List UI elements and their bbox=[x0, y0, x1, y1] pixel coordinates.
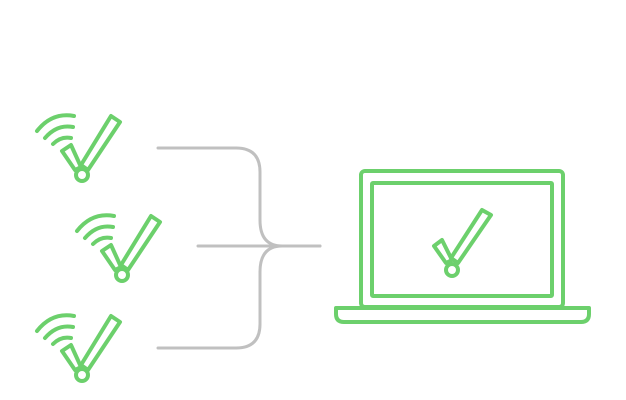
wifi-arc-outer bbox=[35, 113, 76, 133]
check-dot bbox=[114, 267, 130, 283]
wireless-checkmark-icon bbox=[35, 113, 122, 183]
connector-bottom bbox=[156, 244, 284, 350]
wifi-arc-inner bbox=[91, 235, 113, 246]
check-dot bbox=[444, 262, 460, 278]
check-dot bbox=[74, 367, 90, 383]
check-short-arm bbox=[60, 343, 83, 372]
source-device-3 bbox=[35, 313, 122, 383]
wifi-arc-middle bbox=[83, 224, 115, 240]
check-short-arm bbox=[60, 143, 83, 172]
checkmark-icon bbox=[432, 208, 493, 278]
wifi-arc-inner bbox=[51, 135, 73, 146]
connector-top bbox=[156, 146, 322, 248]
connector-lines bbox=[156, 146, 322, 350]
source-device-1 bbox=[35, 113, 122, 183]
check-long-arm bbox=[449, 208, 493, 265]
wifi-arc-inner bbox=[51, 335, 73, 346]
wireless-checkmark-icon bbox=[75, 213, 162, 283]
wifi-arc-outer bbox=[75, 213, 116, 233]
check-short-arm bbox=[100, 243, 123, 272]
check-long-arm bbox=[79, 314, 122, 372]
check-long-arm bbox=[119, 214, 162, 272]
wifi-arc-middle bbox=[43, 324, 75, 340]
source-device-2 bbox=[75, 213, 162, 283]
laptop-base bbox=[334, 306, 591, 324]
laptop-screen bbox=[370, 181, 554, 298]
laptop-icon bbox=[334, 169, 591, 324]
wifi-arc-outer bbox=[35, 313, 76, 333]
wifi-arc-middle bbox=[43, 124, 75, 140]
check-dot bbox=[74, 167, 90, 183]
check-short-arm bbox=[432, 238, 454, 265]
check-long-arm bbox=[79, 114, 122, 172]
wireless-checkmark-icon bbox=[35, 313, 122, 383]
